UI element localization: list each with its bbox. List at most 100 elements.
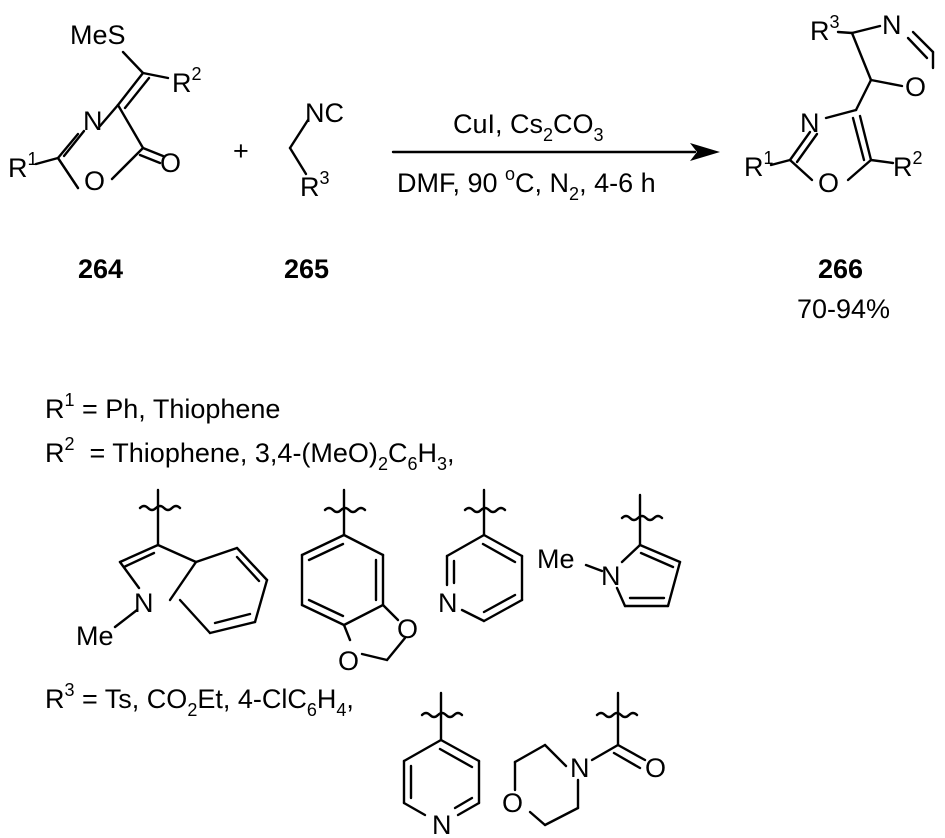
- ring-bond: [850, 31, 873, 82]
- n-atom-label: N: [601, 561, 621, 591]
- wavy-attachment: [138, 504, 182, 512]
- ring-bond: [639, 551, 675, 569]
- compound-264-structure: MeS R2 N R1 O O: [8, 20, 202, 196]
- r1-definition: R1 = Ph, Thiophene: [45, 390, 280, 424]
- dioxole-bond: [342, 623, 352, 642]
- pyridin-3-yl-structure: N: [438, 488, 524, 623]
- carbonyl-bond: [138, 153, 162, 165]
- ring-bond: [118, 543, 160, 564]
- r1-label: R1: [744, 148, 774, 182]
- o-atom-label: O: [338, 646, 359, 676]
- r3-label: R3: [300, 168, 330, 202]
- nc-label: NC: [305, 98, 344, 128]
- dioxole-bond: [385, 636, 407, 662]
- benzo-bond: [213, 612, 252, 625]
- ring-bond: [300, 603, 346, 627]
- r3-definition: R3 = Ts, CO2Et, 4-ClC6H4,: [45, 680, 354, 720]
- benzo-bond: [235, 546, 269, 582]
- r2-bond: [869, 158, 895, 165]
- benzo-bond: [235, 555, 261, 583]
- morpholinecarbonyl-structure: N O O: [502, 691, 666, 827]
- ring-bond: [788, 158, 814, 182]
- compound-266-label: 266: [818, 254, 863, 284]
- ring-bond: [56, 156, 80, 190]
- benzo-bond: [194, 546, 239, 564]
- ring-bond: [911, 30, 935, 54]
- biaryl-bond: [854, 78, 873, 112]
- ring-bond: [869, 78, 904, 88]
- ring-bond: [307, 542, 345, 562]
- compound-265-label: 265: [284, 254, 329, 284]
- benzo-bond: [178, 598, 212, 635]
- ring-bond: [453, 796, 474, 810]
- ring-bond: [116, 103, 145, 150]
- ring-bond: [528, 810, 547, 827]
- n-methylindole-structure: N Me: [76, 488, 269, 651]
- n-atom-label: N: [134, 588, 154, 618]
- ring-bond: [439, 738, 481, 763]
- ring-bond: [481, 542, 517, 564]
- mes-label: MeS: [70, 20, 126, 50]
- ring-bond: [118, 560, 141, 590]
- n-methylpyrrole-structure: Me N: [537, 493, 682, 608]
- compound-266-structure: R3 N O N R1 O R2: [744, 10, 935, 198]
- arrow-head: [690, 143, 720, 161]
- n-methyl-bond: [113, 608, 139, 629]
- ring-bond: [543, 743, 568, 768]
- s-bond: [121, 50, 145, 75]
- ring-bond: [445, 533, 486, 558]
- r2-bond: [141, 71, 170, 80]
- ring-bond: [906, 36, 929, 60]
- ring-bond: [482, 598, 524, 623]
- ch2-bond: [288, 146, 308, 176]
- n-atom-label: N: [570, 753, 590, 783]
- r1-bond: [34, 156, 60, 166]
- ring-bond: [824, 108, 858, 120]
- amide-bond: [590, 743, 620, 762]
- ring-bond: [168, 560, 198, 602]
- reaction-arrow: CuI, Cs2CO3 DMF, 90 oC, N2, 4-6 h: [391, 109, 720, 204]
- r2-label: R2: [893, 148, 923, 182]
- plus-sign: +: [233, 136, 249, 166]
- pyridin-4-yl-structure: N: [402, 691, 481, 838]
- ring-bond: [615, 586, 627, 608]
- ring-bond: [156, 543, 198, 564]
- arrow-conditions: DMF, 90 oC, N2, 4-6 h: [397, 164, 656, 204]
- carbonyl-bond: [141, 146, 165, 158]
- cn-double-bond: [62, 129, 86, 158]
- ring-bond: [98, 103, 120, 128]
- ring-bond: [482, 533, 524, 558]
- dioxole-bond: [360, 652, 389, 662]
- o-atom-label: O: [818, 168, 839, 198]
- ring-bond: [851, 116, 866, 162]
- ring-bond: [122, 551, 156, 569]
- ring-bond: [482, 593, 517, 614]
- n-methyl-bond: [584, 563, 604, 573]
- r1-bond: [769, 158, 792, 167]
- methyl-label: Me: [537, 544, 575, 574]
- ring-bond: [300, 533, 346, 557]
- o-ring-label: O: [84, 166, 105, 196]
- r2-definition: R2 = Thiophene, 3,4-(MeO)2C6H3,: [45, 434, 455, 474]
- o-atom-label: O: [397, 614, 418, 644]
- compound-264-label: 264: [78, 254, 123, 284]
- ring-bond: [850, 24, 882, 35]
- n-atom-label: N: [432, 810, 452, 838]
- ring-bond: [513, 743, 547, 764]
- dioxole-bond: [381, 603, 400, 622]
- ring-bond: [402, 738, 443, 763]
- carbonyl-bond: [616, 743, 647, 762]
- carbonyl-bond: [612, 751, 642, 770]
- n-atom-label: N: [83, 106, 103, 136]
- compound-265-structure: NC R3: [288, 98, 344, 202]
- yield-label: 70-94%: [797, 294, 890, 324]
- n-atom-label: N: [438, 588, 458, 618]
- o-carbonyl-label: O: [160, 148, 181, 178]
- ring-bond: [110, 146, 145, 181]
- ring-bond: [342, 603, 385, 627]
- r1-label: R1: [8, 149, 38, 183]
- ring-bond: [438, 747, 474, 769]
- n-atom-label: N: [800, 108, 820, 138]
- r3-label: R3: [810, 12, 840, 46]
